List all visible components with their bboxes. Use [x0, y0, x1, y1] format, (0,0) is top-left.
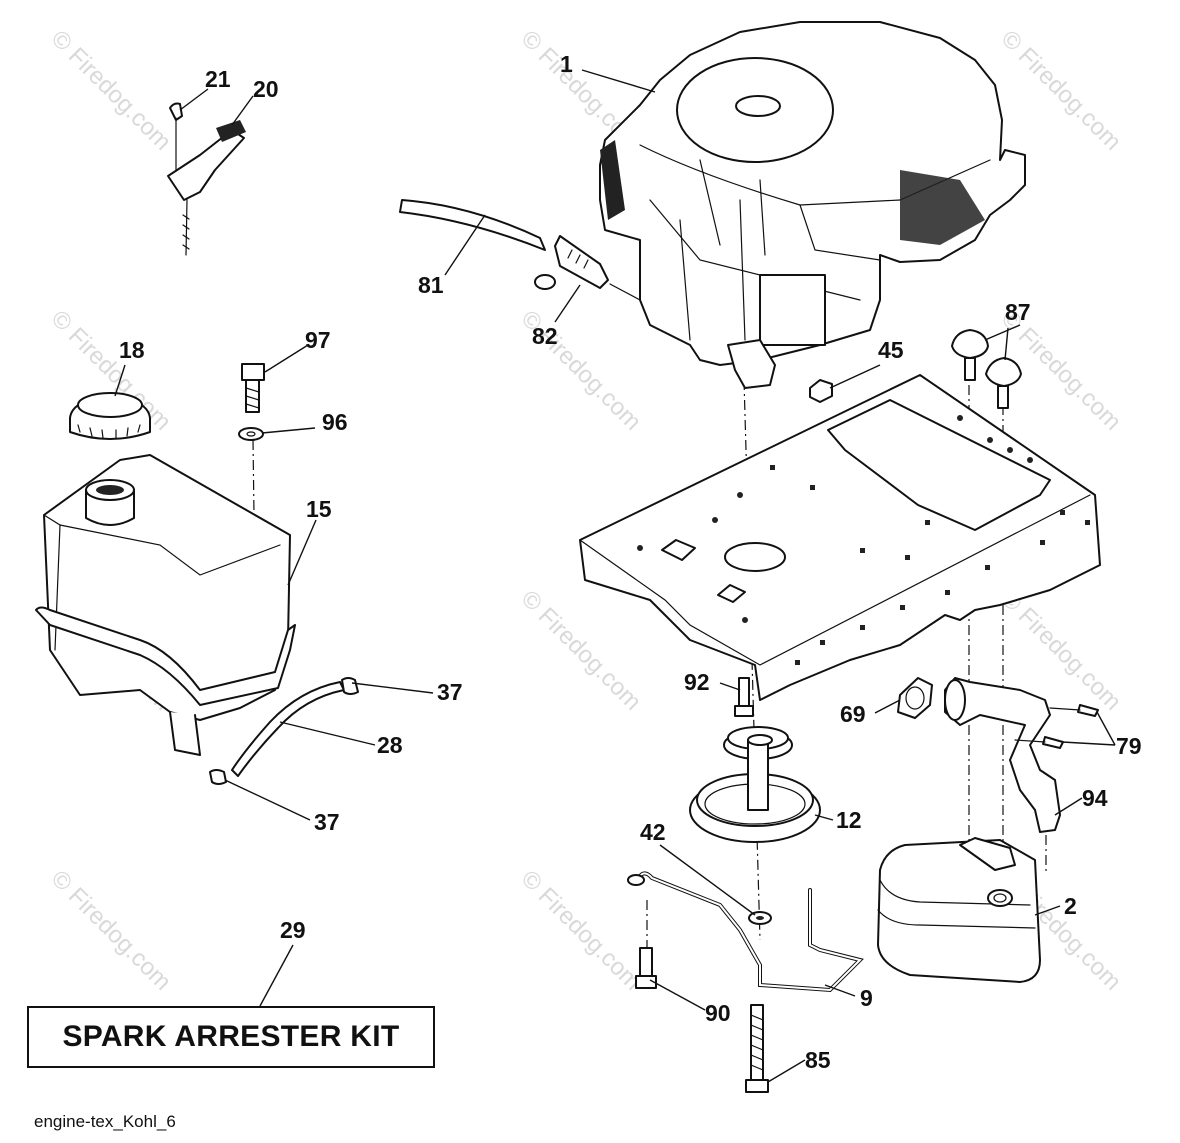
- engine-part: [599, 21, 1026, 389]
- fuel-cap-part: [69, 392, 151, 440]
- callout-85: 85: [805, 1047, 831, 1073]
- callout-94: 94: [1082, 785, 1108, 811]
- callout-15: 15: [306, 496, 332, 522]
- rod-part: [627, 871, 864, 993]
- bolt-90-part: [635, 947, 657, 989]
- callout-97: 97: [305, 327, 331, 353]
- callout-2: 2: [1064, 893, 1077, 919]
- fuel-filter-part: [534, 235, 641, 301]
- callout-29: 29: [280, 917, 306, 943]
- callout-21: 21: [205, 66, 231, 92]
- bolt-washer-part: [238, 363, 265, 441]
- callout-18: 18: [119, 337, 145, 363]
- watermark-1: © Firedog.com: [46, 25, 177, 156]
- watermark-8: © Firedog.com: [516, 585, 647, 716]
- callout-45: 45: [878, 337, 904, 363]
- throttle-bracket-part: [167, 102, 246, 256]
- callout-69: 69: [840, 701, 866, 727]
- bolt-85-part: [745, 1004, 769, 1093]
- exhaust-pipe-part: [944, 677, 1061, 833]
- callout-labels: 1 21 20 81 82 18 97 96 15 87 45 37 28 37…: [119, 51, 1142, 1073]
- diagram-caption: engine-tex_Kohl_6: [34, 1112, 176, 1131]
- spark-arrester-kit-box: SPARK ARRESTER KIT: [27, 1006, 435, 1068]
- deck-plate-part: [579, 374, 1101, 701]
- callout-96: 96: [322, 409, 348, 435]
- fuel-line-part: [209, 677, 359, 785]
- fuel-tank-part: [35, 454, 296, 756]
- watermark-3: © Firedog.com: [996, 25, 1127, 156]
- callout-12: 12: [836, 807, 862, 833]
- callout-82: 82: [532, 323, 558, 349]
- leader-lines: [114, 69, 1116, 1083]
- callout-37a: 37: [437, 679, 463, 705]
- nut-part: [809, 379, 833, 403]
- deck-holes: [637, 415, 1090, 665]
- callout-20: 20: [253, 76, 279, 102]
- callout-87: 87: [1005, 299, 1031, 325]
- gasket-part: [897, 677, 933, 719]
- muffler-part: [877, 837, 1041, 983]
- fuel-hose-part: [399, 199, 546, 251]
- watermark-10: © Firedog.com: [46, 865, 177, 996]
- watermark-11: © Firedog.com: [516, 865, 647, 996]
- callout-1: 1: [560, 51, 573, 77]
- pulley-part: [689, 726, 821, 843]
- callout-28: 28: [377, 732, 403, 758]
- callout-81: 81: [418, 272, 444, 298]
- callout-90: 90: [705, 1000, 731, 1026]
- callout-92: 92: [684, 669, 710, 695]
- callout-42: 42: [640, 819, 666, 845]
- spark-arrester-kit-label: SPARK ARRESTER KIT: [62, 1020, 400, 1053]
- screws-79-part: [1014, 704, 1099, 749]
- callout-9: 9: [860, 985, 873, 1011]
- callout-79: 79: [1116, 733, 1142, 759]
- callout-37b: 37: [314, 809, 340, 835]
- knob-bolts-part: [951, 329, 1022, 409]
- bolt-92-part: [734, 677, 754, 717]
